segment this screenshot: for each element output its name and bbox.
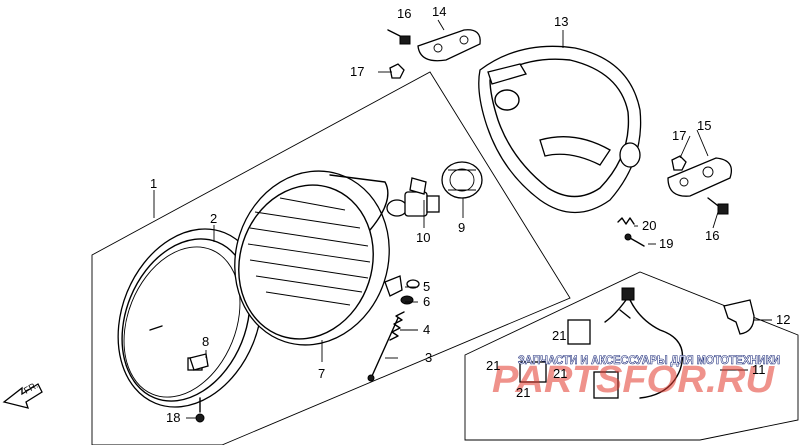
headlight-lens-unit	[234, 170, 403, 346]
assembly-frame-wiring	[464, 271, 799, 441]
bolt-16-lower	[707, 197, 729, 215]
part-label-6: 6	[423, 294, 430, 309]
screw-19	[624, 233, 645, 247]
nut-17-upper	[389, 63, 405, 79]
wiring-harness	[519, 287, 684, 399]
part-label-21-d: 21	[516, 385, 530, 400]
wire-clamp-12	[723, 299, 755, 335]
assembly-frame-main	[91, 71, 571, 445]
part-label-2: 2	[210, 211, 217, 226]
part-label-16-lower: 16	[705, 228, 719, 243]
part-label-16-upper: 16	[397, 6, 411, 21]
bolt-16-upper	[387, 29, 411, 45]
part-label-8: 8	[202, 334, 209, 349]
part-label-15: 15	[697, 118, 711, 133]
watermark-site: PARTSFOR.RU	[492, 359, 776, 401]
part-label-21-c: 21	[553, 366, 567, 381]
bulb-socket	[441, 161, 483, 199]
headlight-bulb	[386, 177, 440, 217]
part-labels: 1 2 3 4 5 6 7 8 9 10 11 12 13 14 15 16 1…	[150, 4, 790, 425]
part-label-21-a: 21	[552, 328, 566, 343]
part-label-18: 18	[166, 410, 180, 425]
spring-20	[617, 217, 635, 225]
watermark: ЗАПЧАСТИ И АКСЕССУАРЫ ДЛЯ МОТОТЕХНИКИ PA…	[492, 353, 780, 401]
leader-lines	[153, 19, 772, 419]
part-label-17-upper: 17	[350, 64, 364, 79]
part-label-3: 3	[425, 350, 432, 365]
part-label-12: 12	[776, 312, 790, 327]
part-label-14: 14	[432, 4, 446, 19]
part-label-11: 11	[752, 362, 766, 377]
washer-6	[400, 295, 414, 305]
clip-8	[189, 353, 209, 371]
part-label-1: 1	[150, 176, 157, 191]
headlight-case	[478, 45, 642, 213]
spring-4	[389, 311, 405, 341]
part-label-13: 13	[554, 14, 568, 29]
part-label-7: 7	[318, 366, 325, 381]
part-label-19: 19	[659, 236, 673, 251]
mount-bracket-lower	[667, 157, 733, 197]
mount-bracket-upper	[417, 29, 481, 62]
part-label-5: 5	[423, 279, 430, 294]
part-label-17-lower: 17	[672, 128, 686, 143]
front-direction-arrow: FR.	[2, 380, 43, 409]
part-label-10: 10	[416, 230, 430, 245]
screw-18	[195, 397, 205, 423]
part-label-20: 20	[642, 218, 656, 233]
nut-5	[406, 279, 420, 289]
part-label-9: 9	[458, 220, 465, 235]
nut-17-lower	[671, 155, 687, 171]
part-label-4: 4	[423, 322, 430, 337]
part-label-21-b: 21	[486, 358, 500, 373]
watermark-subtitle: ЗАПЧАСТИ И АКСЕССУАРЫ ДЛЯ МОТОТЕХНИКИ	[518, 353, 780, 367]
adjust-screw-3	[367, 317, 399, 382]
